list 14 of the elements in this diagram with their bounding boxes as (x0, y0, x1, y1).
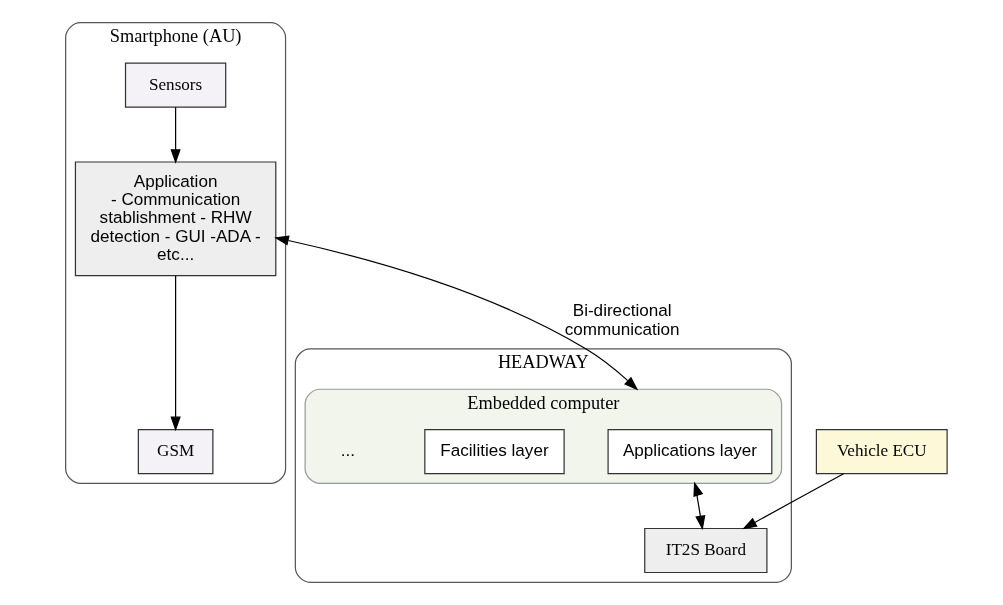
node-box: Facilities layer (424, 428, 565, 475)
arrow (170, 106, 181, 164)
edge-label: Bi-directional communication (564, 301, 680, 339)
node-box: GSM (137, 428, 214, 475)
node-box: Application - Communication stablishment - RHW detection - GUI -ADA - etc... (74, 161, 277, 277)
arrow (274, 235, 639, 391)
arrow (693, 481, 706, 531)
node-box: Vehicle ECU (815, 428, 948, 475)
node-box: Sensors (124, 62, 227, 108)
node-box: IT2S Board (644, 527, 768, 574)
node-box: Applications layer (607, 428, 773, 475)
arrow (170, 275, 181, 432)
arrow (742, 473, 845, 530)
node-text: ... (340, 441, 355, 461)
